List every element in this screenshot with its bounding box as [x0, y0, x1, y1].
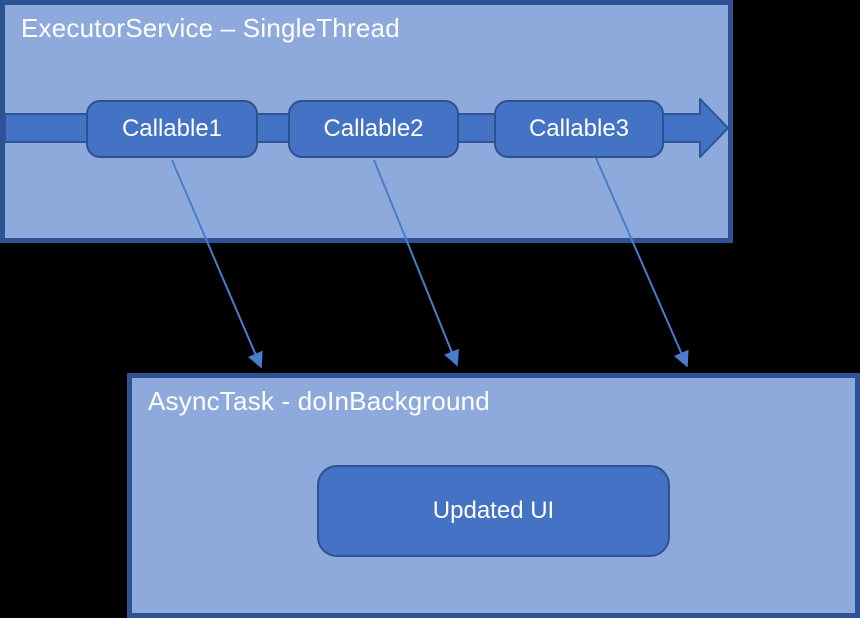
callable3-node: Callable3 — [494, 100, 664, 158]
updated-ui-node: Updated UI — [317, 465, 670, 557]
updated-ui-label: Updated UI — [432, 497, 555, 524]
executor-box-title: ExecutorService – SingleThread — [21, 13, 400, 43]
asynctask-box-title: AsyncTask - doInBackground — [148, 386, 490, 416]
callable1-label: Callable1 — [121, 115, 223, 142]
callable2-node: Callable2 — [288, 100, 459, 158]
callable2-label: Callable2 — [323, 115, 424, 142]
callable3-label: Callable3 — [528, 115, 630, 142]
callable1-node: Callable1 — [86, 100, 258, 158]
